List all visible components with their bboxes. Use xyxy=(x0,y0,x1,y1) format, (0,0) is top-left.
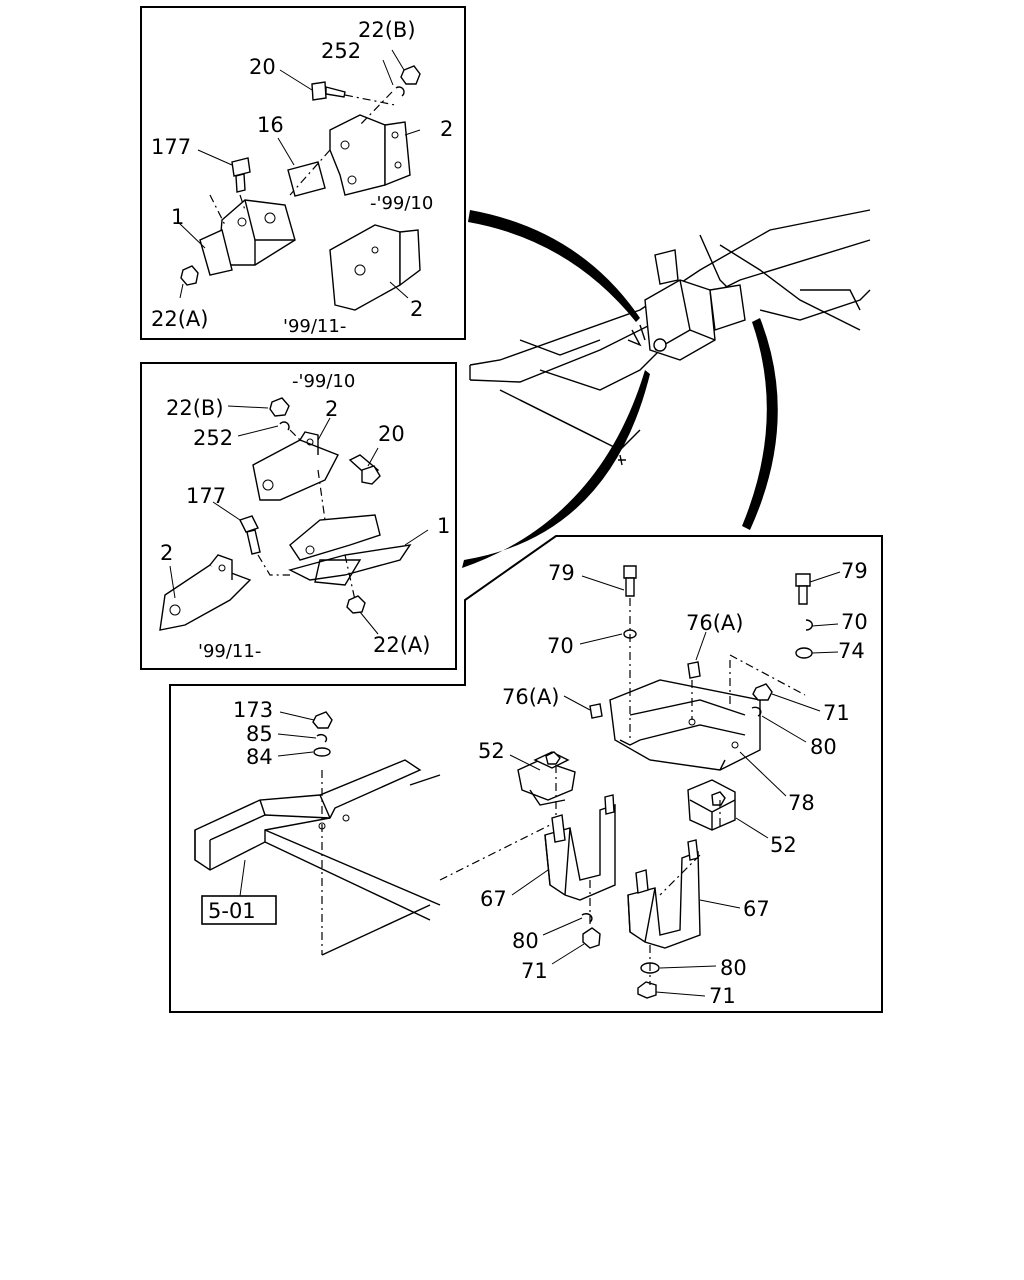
label-52-right: 52 xyxy=(770,833,797,857)
nut-173 xyxy=(312,711,333,729)
bracket-2-upper xyxy=(329,114,386,196)
label-74: 74 xyxy=(838,639,865,663)
label-67-right: 67 xyxy=(743,897,770,921)
bushing-76a-left xyxy=(589,703,603,719)
label-22b: 22(B) xyxy=(358,18,416,42)
nut-71-lower xyxy=(637,981,657,999)
label-2-lower-mid: 2 xyxy=(160,541,173,565)
callout-arc-right xyxy=(742,318,778,530)
label-20-mid: 20 xyxy=(378,422,405,446)
washer-70-right xyxy=(805,619,813,631)
label-177: 177 xyxy=(151,135,191,159)
label-85: 85 xyxy=(246,722,273,746)
washer-252-mid xyxy=(279,421,290,431)
washer-80-left xyxy=(581,913,593,923)
crossmember-78 xyxy=(609,679,761,771)
panel-mid-left: -'99/10 22(B) 252 2 20 177 1 2 22(A) '99… xyxy=(140,362,457,670)
bushing-76a-top xyxy=(687,661,701,679)
label-20: 20 xyxy=(249,55,276,79)
label-2-upper-mid: 2 xyxy=(325,397,338,421)
bolt-20-top xyxy=(311,81,327,101)
date-range-early: -'99/10 xyxy=(370,193,433,214)
date-range-late-mid: '99/11- xyxy=(198,641,261,662)
label-71-left: 71 xyxy=(521,959,548,983)
callout-arc-top xyxy=(468,210,640,322)
label-173: 173 xyxy=(233,698,273,722)
insulator-52-right xyxy=(687,779,736,831)
nut-71-left xyxy=(582,927,601,949)
label-80-lower: 80 xyxy=(720,956,747,980)
label-22a-mid: 22(A) xyxy=(373,633,430,657)
date-range-early-mid: -'99/10 xyxy=(292,371,355,392)
date-range-late: '99/11- xyxy=(283,316,346,337)
mount-1-mid xyxy=(289,514,381,561)
label-79-right: 79 xyxy=(841,559,868,583)
label-252: 252 xyxy=(321,39,361,63)
nut-22b-top xyxy=(400,65,421,85)
label-16: 16 xyxy=(257,113,284,137)
vehicle-frame-overview xyxy=(469,209,871,466)
nut-22b-mid xyxy=(269,397,290,417)
reference-box xyxy=(201,895,277,925)
label-76a-left: 76(A) xyxy=(502,685,559,709)
nut-71-right xyxy=(752,683,773,701)
bolt-79-right xyxy=(795,573,811,587)
nut-22a-top xyxy=(180,265,199,286)
label-71-right: 71 xyxy=(823,701,850,725)
washer-84 xyxy=(313,747,331,757)
label-22a: 22(A) xyxy=(151,307,208,331)
label-52-left: 52 xyxy=(478,739,505,763)
bracket-67-left xyxy=(544,804,616,901)
label-252-mid: 252 xyxy=(193,426,233,450)
bolt-79-left xyxy=(623,565,637,579)
washer-74 xyxy=(795,647,813,659)
label-71-lower: 71 xyxy=(709,984,736,1008)
label-67-left: 67 xyxy=(480,887,507,911)
label-2-upper: 2 xyxy=(440,117,453,141)
washer-85 xyxy=(316,733,328,743)
label-80-right: 80 xyxy=(810,735,837,759)
frame-rail xyxy=(194,759,422,871)
label-1: 1 xyxy=(171,205,184,229)
panel-top-left: 22(B) 252 20 177 16 2 1 22(A) 2 -'99/10 … xyxy=(140,6,466,340)
label-2-lower: 2 xyxy=(410,297,423,321)
label-70-left: 70 xyxy=(547,634,574,658)
label-80-left: 80 xyxy=(512,929,539,953)
label-76a-top: 76(A) xyxy=(686,611,743,635)
label-78: 78 xyxy=(788,791,815,815)
nut-22a-mid xyxy=(346,595,366,614)
panel-right-bottom: 79 79 70 70 76(A) 74 76(A) 71 80 78 173 … xyxy=(169,535,883,1013)
label-177-mid: 177 xyxy=(186,484,226,508)
washer-252-top xyxy=(395,86,405,97)
label-84: 84 xyxy=(246,745,273,769)
bolt-177-mid xyxy=(239,515,259,533)
label-22b-mid: 22(B) xyxy=(166,396,224,420)
reference-label: 5-01 xyxy=(208,899,256,923)
washer-80-right xyxy=(751,706,762,717)
label-1-mid: 1 xyxy=(437,514,450,538)
label-79-left: 79 xyxy=(548,561,575,585)
label-70-right: 70 xyxy=(841,610,868,634)
bolt-177-top xyxy=(231,157,251,177)
